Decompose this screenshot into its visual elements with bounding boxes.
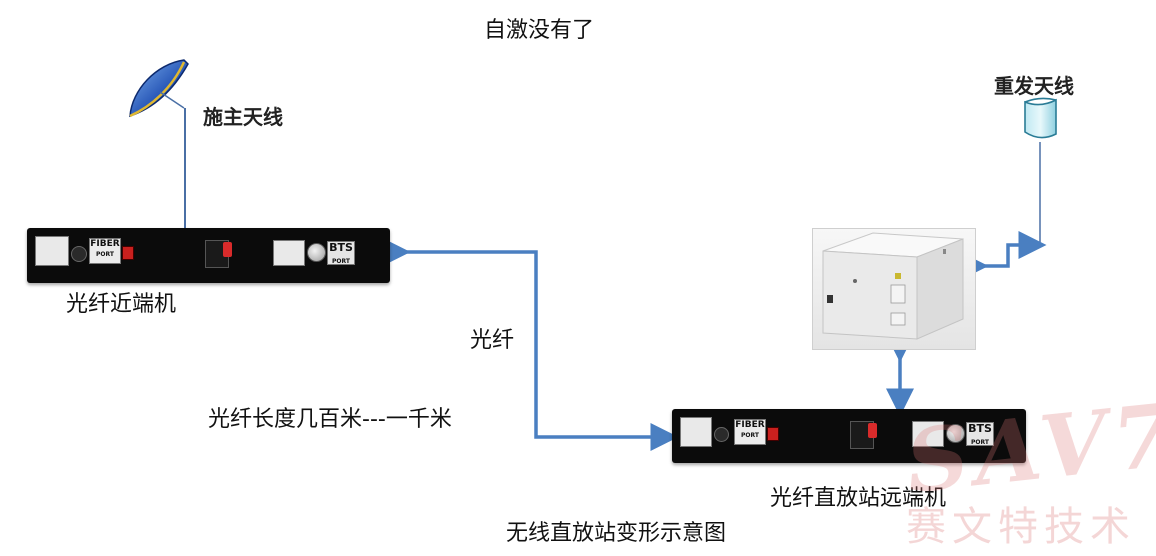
bts-connector xyxy=(307,243,326,262)
fiber-port-label: FIBER PORT xyxy=(89,238,121,264)
diagram-caption: 无线直放站变形示意图 xyxy=(506,521,727,546)
fiber-link xyxy=(382,238,679,451)
bts-connector xyxy=(946,424,965,443)
cabinet-body-icon xyxy=(822,232,964,340)
power-switch xyxy=(868,423,877,438)
fiber-port-label: FIBER PORT xyxy=(734,419,766,445)
fiber-near-end-unit: FIBER PORT BTS PORT xyxy=(27,228,390,283)
dish-antenna-icon xyxy=(129,59,189,118)
remote-unit-label: 光纤直放站远端机 xyxy=(770,486,947,511)
gain-knob xyxy=(71,246,87,262)
near-unit-label: 光纤近端机 xyxy=(66,292,177,317)
bts-port-label: BTS PORT xyxy=(966,422,994,446)
donor-antenna-label: 施主天线 xyxy=(203,105,283,129)
panel-antenna-icon xyxy=(1024,97,1057,139)
watermark-cn: 赛文特技术 xyxy=(906,504,1136,550)
fiber-label: 光纤 xyxy=(470,328,515,353)
bts-port-label: BTS PORT xyxy=(327,241,355,265)
nameplate xyxy=(912,421,944,447)
fiber-port-cap xyxy=(767,427,779,441)
nameplate xyxy=(273,240,305,266)
top-note: 自激没有了 xyxy=(484,18,595,43)
fiber-length-label: 光纤长度几百米---一千米 xyxy=(208,407,452,432)
retransmit-antenna-label: 重发天线 xyxy=(994,74,1074,98)
antenna-feed-link xyxy=(960,231,1047,280)
repeater-cabinet xyxy=(812,228,976,350)
fiber-remote-unit: FIBER PORT BTS PORT xyxy=(672,409,1026,463)
power-switch xyxy=(223,242,232,257)
fiber-port-cap xyxy=(122,246,134,260)
gain-knob-label xyxy=(35,236,69,266)
gain-knob-label xyxy=(680,417,712,447)
gain-knob xyxy=(714,427,729,442)
